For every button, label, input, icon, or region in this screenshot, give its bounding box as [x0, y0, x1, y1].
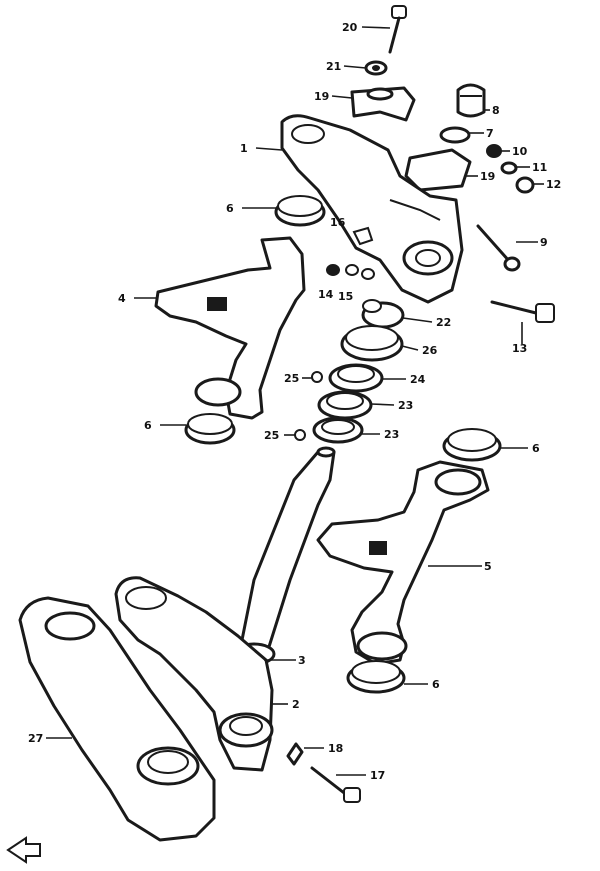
callout-22: 22	[436, 316, 451, 329]
callout-25-lower: 25	[264, 429, 279, 442]
bolt-13	[490, 300, 555, 323]
callout-4: 4	[118, 292, 126, 305]
rubber-16	[352, 226, 374, 246]
handlebar-holder-lower-19	[404, 148, 472, 192]
callout-3: 3	[298, 654, 306, 667]
lower-bracket-2	[114, 576, 274, 772]
callout-6-lower-left: 6	[144, 419, 152, 432]
callout-19-upper: 19	[314, 90, 329, 103]
callout-labels: 20 21 19 8 7 10 1 11 19 12 6 16 9 4 14 1…	[28, 21, 561, 782]
race-24	[328, 363, 384, 393]
callout-19-lower: 19	[480, 170, 495, 183]
washer-7	[439, 126, 471, 144]
stem-bolt-8	[456, 83, 486, 118]
handlebar-holder-upper-19	[350, 86, 416, 122]
washer-15-b	[361, 268, 375, 280]
callout-26: 26	[422, 344, 438, 357]
callout-13: 13	[512, 342, 527, 355]
steering-stem-3	[232, 446, 336, 666]
callout-1: 1	[240, 142, 248, 155]
callout-10: 10	[512, 145, 528, 158]
callout-27: 27	[28, 732, 43, 745]
front-arrow-icon	[6, 836, 41, 864]
callout-17: 17	[370, 769, 385, 782]
nut-10	[486, 144, 502, 158]
bearing-23-lower	[312, 416, 364, 444]
washer-14	[326, 264, 340, 276]
bearing-23-upper	[317, 390, 373, 420]
bolt-17	[310, 766, 361, 803]
callout-5: 5	[484, 560, 492, 573]
ball-25-upper	[311, 371, 323, 383]
dust-seal-6-lower-left	[184, 413, 236, 445]
callout-20: 20	[342, 21, 358, 34]
callout-18: 18	[328, 742, 343, 755]
callout-9: 9	[540, 236, 548, 249]
fork-holder-5	[316, 460, 490, 666]
callout-6-upper-left: 6	[226, 202, 234, 215]
callout-23-lower: 23	[384, 428, 399, 441]
seal-26	[340, 325, 404, 362]
callout-11: 11	[532, 161, 547, 174]
fork-holder-4	[154, 236, 306, 420]
callout-25-upper: 25	[284, 372, 299, 385]
callout-6-upper-right: 6	[532, 442, 540, 455]
stem-nut-22	[361, 299, 405, 329]
washer-11	[500, 161, 518, 175]
dust-seal-6-upper-left	[274, 195, 326, 227]
callout-24: 24	[410, 373, 426, 386]
upper-bracket-1	[280, 114, 464, 304]
washer-15-a	[345, 264, 359, 276]
bolt-9	[476, 224, 521, 272]
ball-25-lower	[294, 429, 306, 441]
callout-8: 8	[492, 104, 500, 117]
cap-12	[515, 176, 535, 194]
dust-seal-6-lower-right	[346, 660, 406, 694]
cover-27	[18, 596, 216, 842]
callout-16: 16	[330, 216, 346, 229]
callout-21: 21	[326, 60, 341, 73]
washer-21	[364, 60, 388, 76]
callout-6-lower-right: 6	[432, 678, 440, 691]
callout-2: 2	[292, 698, 300, 711]
dust-seal-6-upper-right	[442, 428, 502, 462]
clip-18	[286, 742, 304, 766]
callout-14: 14	[318, 288, 334, 301]
callout-15: 15	[338, 290, 353, 303]
bolt-20	[388, 5, 407, 54]
callout-23-upper: 23	[398, 399, 413, 412]
callout-12: 12	[546, 178, 561, 191]
leader-lines	[46, 26, 544, 776]
callout-7: 7	[486, 127, 494, 140]
